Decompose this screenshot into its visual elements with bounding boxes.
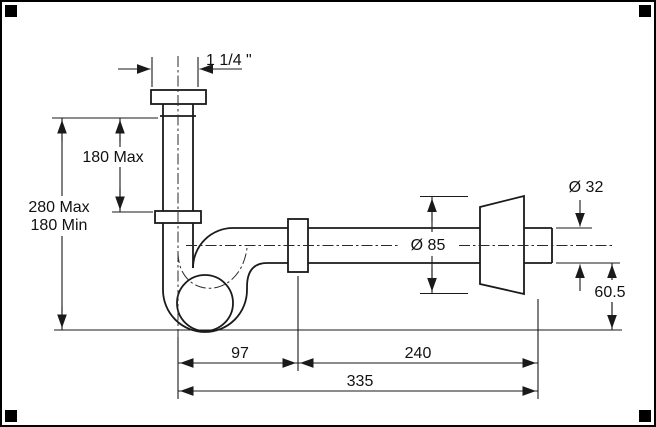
corner-mark-top-left bbox=[5, 5, 17, 17]
corner-mark-bottom-right bbox=[639, 410, 651, 422]
dim-overall-height: 280 Max 180 Min bbox=[16, 118, 102, 330]
dim-outlet-drop: 60.5 bbox=[586, 263, 634, 330]
dim-outlet-diameter: Ø 32 bbox=[556, 179, 620, 291]
dim-label-trap-to-nut: 97 bbox=[231, 345, 249, 362]
label-mask bbox=[76, 147, 150, 167]
label-mask bbox=[398, 232, 458, 256]
dim-label-outer-height-max: 280 Max bbox=[28, 199, 89, 216]
dim-label-inlet-size: 1 1/4 " bbox=[206, 52, 252, 69]
label-mask bbox=[586, 280, 634, 302]
label-mask bbox=[16, 196, 102, 236]
trap-bend-outer-wall bbox=[162, 262, 268, 333]
corner-mark-bottom-left bbox=[5, 410, 17, 422]
dim-label-outlet-drop: 60.5 bbox=[594, 284, 625, 301]
dim-label-body-diameter: Ø 85 bbox=[411, 237, 446, 254]
trap-bend-inner-wall bbox=[192, 227, 234, 269]
corner-mark-top-right bbox=[639, 5, 651, 17]
dim-inlet-size: 1 1/4 " bbox=[118, 52, 252, 87]
centerlines bbox=[177, 56, 614, 340]
dim-bottom-lengths: 97 240 335 bbox=[177, 276, 539, 399]
dim-label-inner-height: 180 Max bbox=[82, 149, 143, 166]
dim-label-total-reach: 335 bbox=[347, 373, 374, 390]
bend-centerline bbox=[177, 247, 248, 289]
dim-label-outlet-diameter: Ø 32 bbox=[569, 179, 604, 196]
dim-inner-height: 180 Max bbox=[52, 117, 158, 213]
dim-label-outer-height-min: 180 Min bbox=[31, 217, 88, 234]
dim-label-nut-to-wall: 240 bbox=[405, 345, 432, 362]
dim-body-diameter: Ø 85 bbox=[398, 195, 468, 295]
siphon-body bbox=[150, 89, 553, 333]
trap-bulb bbox=[176, 274, 234, 332]
